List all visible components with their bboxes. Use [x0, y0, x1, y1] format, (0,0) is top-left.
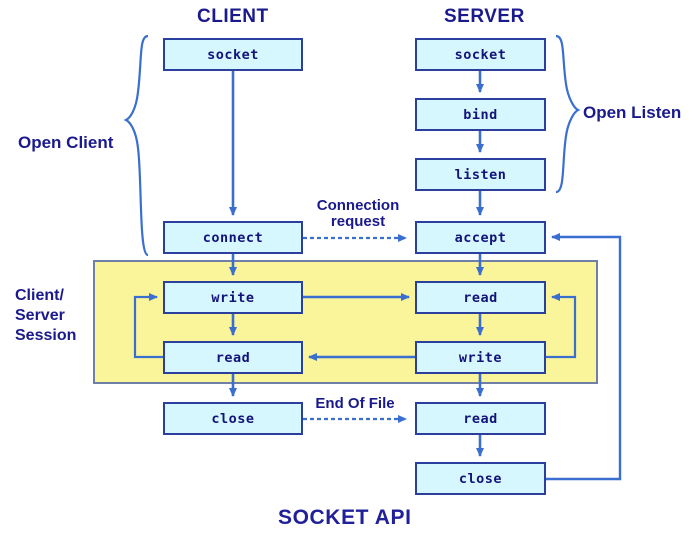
- node-label: socket: [207, 46, 259, 63]
- group-label-open-client: Open Client: [18, 133, 114, 152]
- node-label: bind: [463, 106, 498, 123]
- node-client-write[interactable]: write: [163, 281, 303, 314]
- node-label: socket: [454, 46, 507, 63]
- node-label: close: [211, 410, 255, 427]
- node-client-close[interactable]: close: [163, 402, 303, 435]
- group-label-session: Client/ Server Session: [15, 287, 77, 344]
- node-label: connect: [202, 229, 264, 246]
- wire-client-read-loop-write: [133, 293, 163, 359]
- node-label: write: [458, 349, 503, 366]
- node-server-socket[interactable]: socket: [415, 38, 546, 71]
- node-server-read[interactable]: read: [415, 281, 546, 314]
- column-heading-client: CLIENT: [197, 6, 269, 27]
- node-client-connect[interactable]: connect: [163, 221, 303, 254]
- node-label: close: [458, 470, 503, 487]
- node-label: read: [463, 410, 498, 427]
- node-label: read: [463, 289, 498, 306]
- wire-server-close-to-accept: [546, 233, 622, 481]
- edge-label-end-of-file: End Of File: [315, 395, 395, 412]
- node-label: listen: [454, 166, 507, 183]
- node-server-close[interactable]: close: [415, 462, 546, 495]
- column-heading-server: SERVER: [444, 6, 525, 27]
- brace-open-listen: [555, 34, 581, 194]
- brace-open-client: [123, 34, 150, 257]
- group-label-open-listen: Open Listen: [583, 103, 682, 122]
- wire-server-write-loop-read: [546, 293, 577, 359]
- node-label: write: [211, 289, 255, 306]
- node-server-read2[interactable]: read: [415, 402, 546, 435]
- node-server-accept[interactable]: accept: [415, 221, 546, 254]
- edge-label-connection-request: Connection request: [316, 197, 400, 230]
- node-client-socket[interactable]: socket: [163, 38, 303, 71]
- node-label: read: [215, 349, 251, 366]
- node-server-bind[interactable]: bind: [415, 98, 546, 131]
- node-label: accept: [454, 229, 507, 246]
- node-server-write[interactable]: write: [415, 341, 546, 374]
- diagram-title: SOCKET API: [278, 506, 412, 529]
- node-server-listen[interactable]: listen: [415, 158, 546, 191]
- node-client-read[interactable]: read: [163, 341, 303, 374]
